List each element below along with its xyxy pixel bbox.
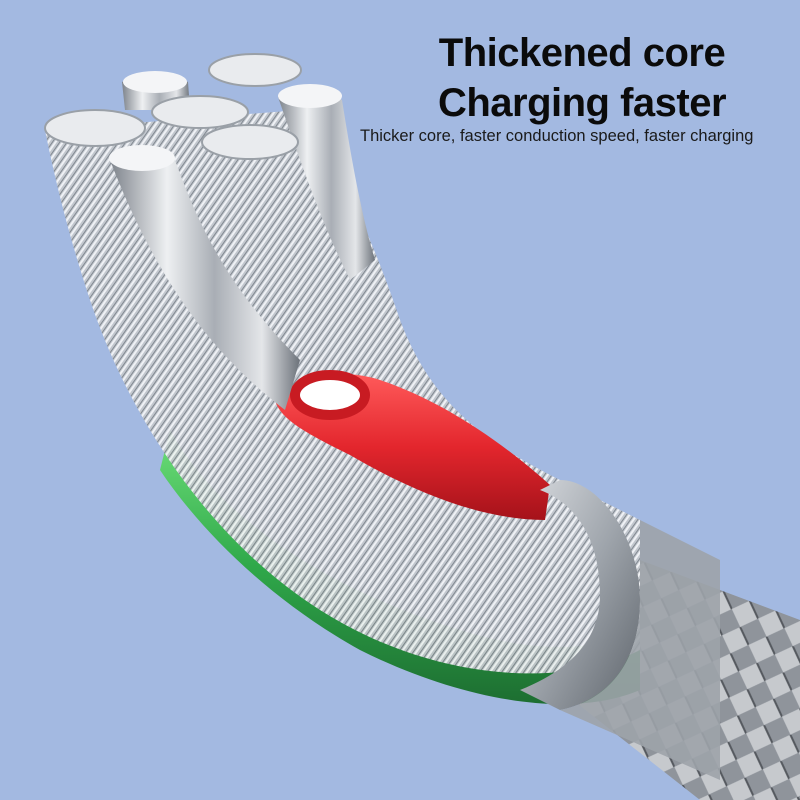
solid-core-tip-3 xyxy=(123,71,187,93)
strand-bundle-tip-4 xyxy=(201,124,299,160)
solid-core-tip-1 xyxy=(109,145,175,171)
solid-copper-core-1 xyxy=(110,152,300,410)
strand-bundle-tip-2 xyxy=(151,95,249,129)
subtitle: Thicker core, faster conduction speed, f… xyxy=(360,127,754,145)
solid-copper-core-2 xyxy=(278,91,375,280)
headline: Thickened core Charging faster xyxy=(402,28,762,128)
red-wire-end xyxy=(290,370,370,420)
strand-bundle-tip-3 xyxy=(208,53,302,87)
metal-sleeve-band xyxy=(560,520,720,780)
headline-line-1: Thickened core xyxy=(438,31,726,75)
metal-sleeve xyxy=(520,480,640,710)
solid-core-tip-2 xyxy=(278,84,342,108)
headline-line-2: Charging faster xyxy=(437,81,727,125)
strand-bundle-tip-1 xyxy=(44,109,146,147)
